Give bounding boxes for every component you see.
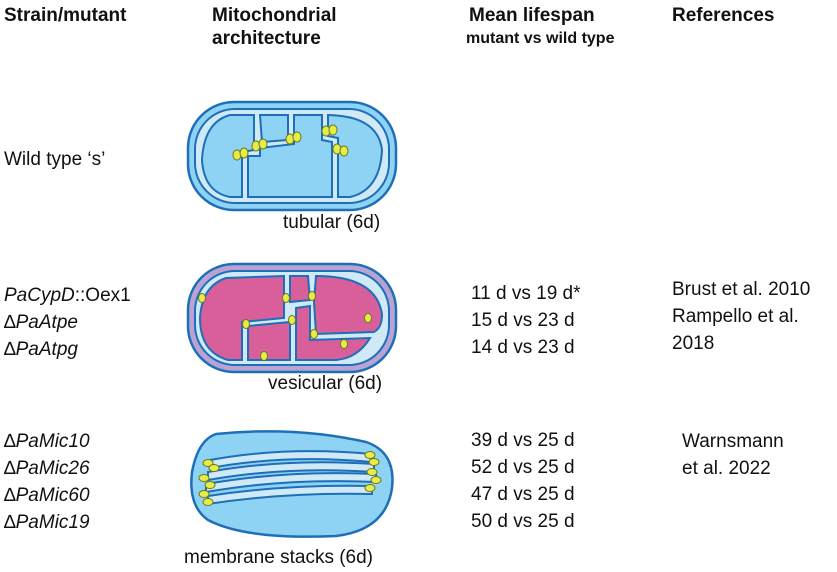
references-membrane-stacks: Warnsmann et al. 2022 xyxy=(682,428,784,482)
reference-line: 2018 xyxy=(672,333,715,354)
lifespan-value: 39 d vs 25 d xyxy=(471,430,575,451)
header-lifespan-line1: Mean lifespan xyxy=(469,5,595,26)
header-lifespan: Mean lifespan mutant vs wild type xyxy=(466,4,614,50)
mitochondrion-membrane-stacks-icon xyxy=(190,430,394,538)
caption-vesicular: vesicular (6d) xyxy=(268,373,383,394)
reference-line: et al. 2022 xyxy=(682,458,771,479)
lifespan-value: 15 d vs 23 d xyxy=(471,310,575,331)
caption-tubular: tubular (6d) xyxy=(283,212,381,233)
mitochondrion-tubular-icon xyxy=(186,100,398,212)
references-vesicular: Brust et al. 2010 Rampello et al. 2018 xyxy=(672,276,810,357)
lifespan-value: 11 d vs 19 d* xyxy=(471,283,581,304)
header-lifespan-line2: mutant vs wild type xyxy=(466,30,615,47)
strain-pamic60: ∆PaMic60 xyxy=(4,485,90,506)
reference-line: Warnsmann xyxy=(682,431,784,452)
strain-pamic10: ∆PaMic10 xyxy=(4,431,90,452)
lifespan-value: 52 d vs 25 d xyxy=(471,457,575,478)
header-architecture: Mitochondrial architecture xyxy=(212,4,337,50)
header-architecture-line1: Mitochondrial xyxy=(212,5,337,26)
strain-pamic19: ∆PaMic19 xyxy=(4,512,90,533)
strain-wild-type: Wild type ‘s’ xyxy=(4,149,106,170)
strain-list-membrane-stacks: ∆PaMic10 ∆PaMic26 ∆PaMic60 ∆PaMic19 xyxy=(4,428,90,536)
lifespans-membrane-stacks: 39 d vs 25 d 52 d vs 25 d 47 d vs 25 d 5… xyxy=(471,427,575,535)
header-strain: Strain/mutant xyxy=(4,5,127,26)
strain-paatpe: ∆PaAtpe xyxy=(4,312,78,333)
lifespan-value: 50 d vs 25 d xyxy=(471,511,575,532)
strain-paatpg: ∆PaAtpg xyxy=(4,339,78,360)
strain-list-vesicular: PaCypD::Oex1 ∆PaAtpe ∆PaAtpg xyxy=(4,282,131,363)
lifespan-value: 47 d vs 25 d xyxy=(471,484,575,505)
header-architecture-line2: architecture xyxy=(212,28,321,49)
reference-line: Rampello et al. xyxy=(672,306,799,327)
lifespan-value: 14 d vs 23 d xyxy=(471,337,575,358)
mitochondrion-vesicular-icon xyxy=(186,262,398,374)
lifespans-vesicular: 11 d vs 19 d* 15 d vs 23 d 14 d vs 23 d xyxy=(471,280,581,361)
reference-line: Brust et al. 2010 xyxy=(672,279,811,300)
strain-pamic26: ∆PaMic26 xyxy=(4,458,90,479)
caption-membrane-stacks: membrane stacks (6d) xyxy=(184,547,374,568)
strain-pacypd: PaCypD::Oex1 xyxy=(4,285,131,306)
header-references: References xyxy=(672,5,775,26)
